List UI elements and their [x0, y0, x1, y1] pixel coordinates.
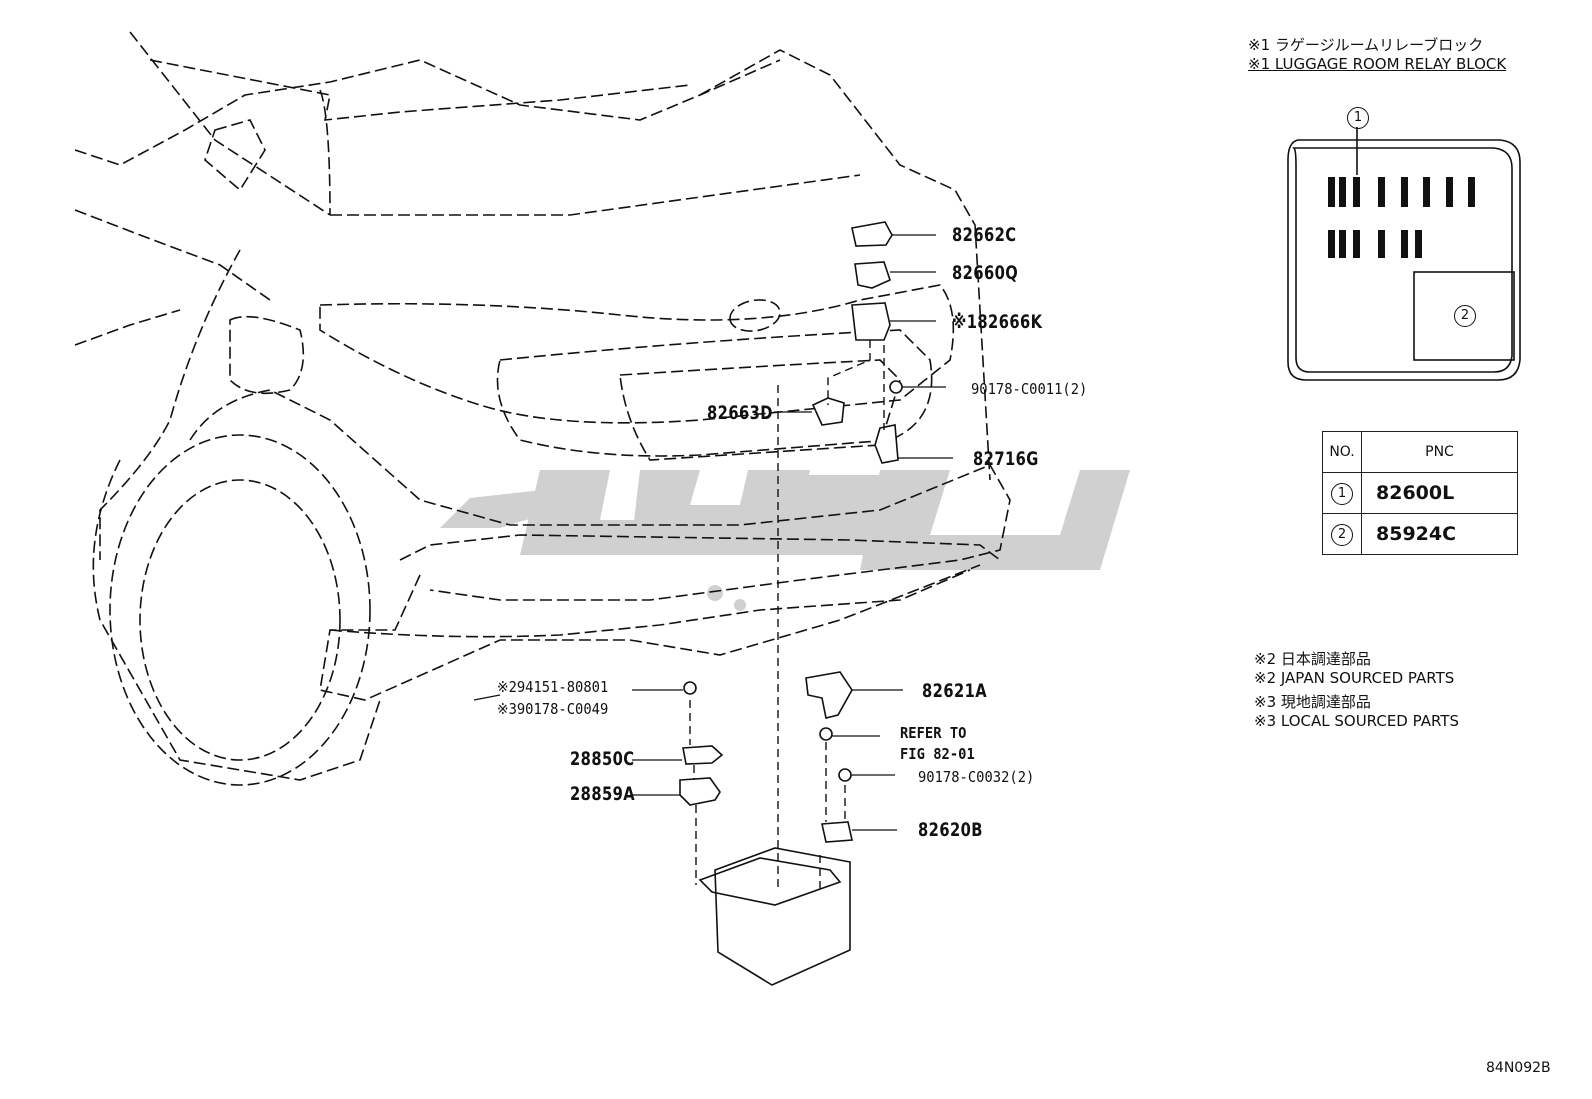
part-28859A — [679, 777, 721, 806]
part-90178-C0011 — [889, 380, 903, 394]
part-battery-box — [714, 847, 851, 986]
part-82621A — [805, 671, 853, 719]
part-82662C — [851, 221, 893, 247]
relay-fuse-slots — [1328, 177, 1475, 258]
assembly-lines — [689, 340, 885, 890]
part-82620B — [821, 821, 853, 843]
legend-en: ※1 LUGGAGE ROOM RELAY BLOCK — [1248, 55, 1507, 73]
callout-82620B[interactable]: 82620B — [918, 819, 983, 841]
part-battery-top — [698, 857, 842, 906]
callout-90178-C0032[interactable]: 90178-C0032(2) — [918, 768, 1035, 786]
pnc-header-pnc: PNC — [1361, 431, 1518, 473]
leader-lines — [473, 234, 953, 831]
part-82666K — [851, 302, 891, 341]
part-82716G — [874, 424, 899, 464]
callout-28850C[interactable]: 28850C — [570, 748, 635, 770]
relay-block-drawing — [1287, 127, 1521, 381]
callout-refer-line2[interactable]: FIG 82-01 — [900, 745, 975, 763]
vehicle-rear-outline — [74, 31, 1011, 786]
pnc-row-value[interactable]: 82600L — [1361, 472, 1518, 514]
pnc-row: 2 85924C — [1322, 513, 1518, 555]
part-28850C — [682, 745, 724, 765]
part-90178-C0032 — [838, 768, 852, 782]
part-refer-nut — [819, 727, 833, 741]
callout-82716G[interactable]: 82716G — [973, 448, 1039, 470]
pnc-header-no: NO. — [1322, 431, 1362, 473]
callout-90178-C0011[interactable]: 90178-C0011(2) — [971, 380, 1088, 398]
note-local-jp: ※3 現地調達部品 — [1254, 693, 1371, 711]
callout-82662C[interactable]: 82662C — [952, 224, 1017, 246]
pnc-row-value[interactable]: 85924C — [1361, 513, 1518, 555]
pnc-row-no: 2 — [1331, 523, 1353, 546]
pnc-row: 1 82600L — [1322, 472, 1518, 514]
callout-90178-C0049[interactable]: ※390178-C0049 — [497, 700, 609, 718]
part-shapes — [679, 221, 903, 986]
pnc-row-no: 1 — [1331, 482, 1353, 505]
callout-82660Q[interactable]: 82660Q — [952, 262, 1019, 284]
relay-marker-1: 1 — [1347, 107, 1369, 129]
callout-refer-line1[interactable]: REFER TO — [900, 724, 967, 742]
callout-28859A[interactable]: 28859A — [570, 783, 636, 805]
part-82660Q — [854, 261, 891, 289]
part-94151-80801 — [683, 681, 697, 695]
callout-94151-80801[interactable]: ※294151-80801 — [497, 678, 609, 696]
callout-82663D[interactable]: 82663D — [707, 402, 773, 424]
note-local-en: ※3 LOCAL SOURCED PARTS — [1254, 712, 1459, 730]
pnc-table: NO. PNC 1 82600L 2 85924C — [1322, 431, 1518, 555]
note-japan-jp: ※2 日本調達部品 — [1254, 650, 1371, 668]
figure-code: 84N092B — [1486, 1060, 1551, 1076]
legend-jp: ※1 ラゲージルームリレーブロック — [1248, 36, 1484, 54]
callout-82666K[interactable]: ※182666K — [952, 311, 1043, 333]
note-japan-en: ※2 JAPAN SOURCED PARTS — [1254, 669, 1455, 687]
callout-82621A[interactable]: 82621A — [922, 680, 988, 702]
part-82663D — [811, 397, 845, 426]
relay-marker-2: 2 — [1454, 305, 1476, 327]
watermark-logo — [440, 470, 1130, 611]
